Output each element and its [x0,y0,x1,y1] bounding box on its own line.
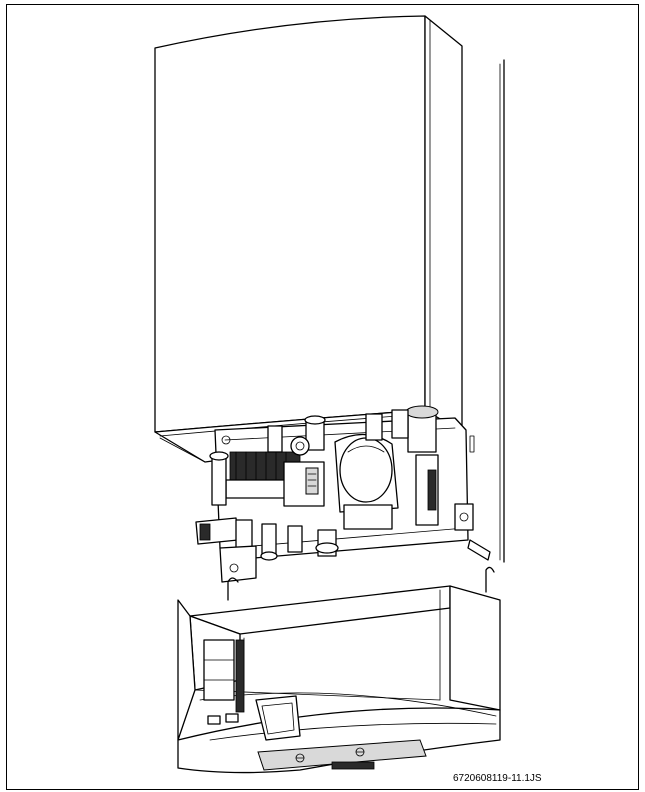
upper-pipes [209,409,409,506]
boiler-casing [154,15,463,463]
lower-cover [177,566,501,774]
casing-slot [469,435,475,453]
hydraulic-assembly [195,405,491,583]
circulation-pump [334,433,399,530]
figure-reference-code: 6720608119-11.1JS [453,773,542,784]
gas-valve [283,461,325,507]
wall-line [499,59,505,563]
lower-connections [195,435,491,583]
figure-frame [6,4,639,790]
